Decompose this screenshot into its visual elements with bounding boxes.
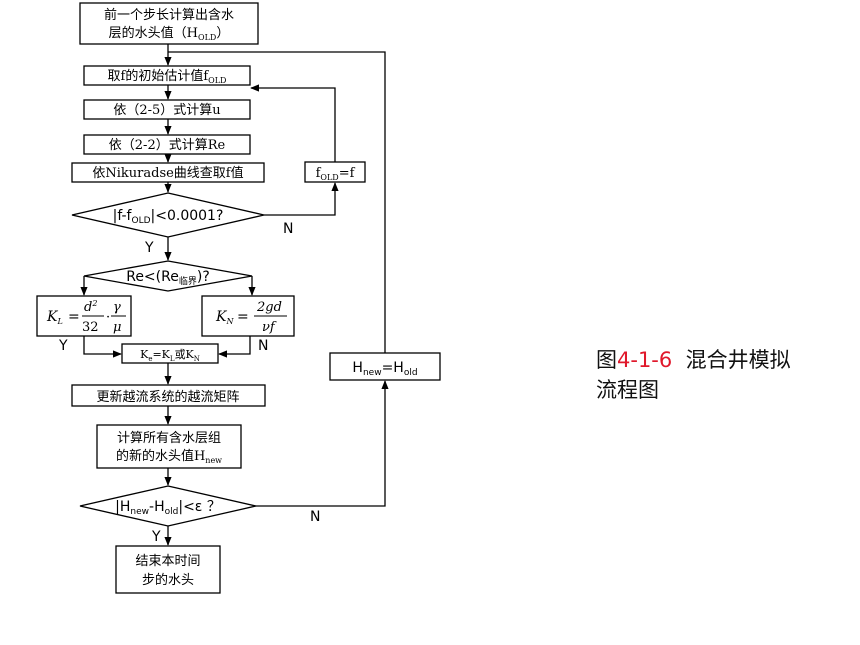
edge-h-no <box>256 380 389 507</box>
svg-text:2gd: 2gd <box>256 300 282 315</box>
svg-text:νf: νf <box>262 320 277 335</box>
caption-title-l1: 混合井模拟 <box>685 348 791 372</box>
ke-box <box>121 343 219 364</box>
re-yes-label: Y <box>58 338 68 354</box>
h-yes-label: Y <box>151 529 161 545</box>
edge-kn-to-ke <box>218 336 251 358</box>
calc-heads-text-l2: 的新的水头值Hnew <box>116 448 222 465</box>
calc-u-box <box>83 99 251 120</box>
nikuradse-text: 依Nikuradse曲线查取f值 <box>92 165 243 181</box>
caption-prefix: 图 <box>596 348 617 372</box>
edge-conv-no <box>264 182 339 216</box>
edge-kl-to-ke <box>83 336 122 358</box>
conv-no-label: N <box>283 221 293 237</box>
edge-hupdate-loop <box>168 51 386 353</box>
prev-head-box <box>79 2 259 45</box>
svg-text:KN: KN <box>215 309 234 326</box>
prev-head-text-l2: 层的水头值（HOLD） <box>109 25 230 42</box>
calc-u-text: 依（2-5）式计算u <box>113 103 220 118</box>
svg-text:32: 32 <box>82 320 99 335</box>
figure-caption: 图4-1-6 混合井模拟 流程图 <box>596 345 836 405</box>
svg-text:·: · <box>106 310 110 325</box>
svg-text:=: = <box>237 309 249 325</box>
h-update-text: Hnew=Hold <box>352 360 417 378</box>
end-box <box>115 545 221 594</box>
f-update-text: fOLD=f <box>316 166 356 182</box>
h-no-label: N <box>310 509 320 525</box>
calc-heads-text-l1: 计算所有含水层组 <box>117 430 221 446</box>
svg-text:=: = <box>68 309 80 325</box>
edge-fupdate-loop <box>250 84 336 162</box>
conv-yes-label: Y <box>144 240 154 256</box>
h-check-text: |Hnew-Hold|<ε ？ <box>115 499 221 517</box>
calc-re-text: 依（2-2）式计算Re <box>109 138 226 153</box>
init-f-text: 取f的初始估计值fOLD <box>108 68 227 85</box>
caption-number: 4-1-6 <box>617 348 673 372</box>
update-matrix-text: 更新越流系统的越流矩阵 <box>96 389 239 405</box>
conv-check-text: |f-fOLD|<0.0001? <box>113 208 224 226</box>
re-check-diamond <box>83 260 253 292</box>
kn-formula: KN = 2gd νf <box>215 300 287 335</box>
svg-text:μ: μ <box>113 320 121 335</box>
end-text-l1: 结束本时间 <box>135 554 200 569</box>
kl-formula: KL = d2 32 · γ μ <box>46 299 126 335</box>
svg-text:d2: d2 <box>84 299 97 315</box>
h-check-diamond <box>79 485 257 527</box>
ke-text: Ke=KL或KN <box>140 348 200 363</box>
prev-head-text-l1: 前一个步长计算出含水 <box>104 7 234 23</box>
init-f-box <box>83 65 251 86</box>
calc-heads-box <box>96 424 242 469</box>
svg-text:γ: γ <box>113 300 121 315</box>
caption-title-l2: 流程图 <box>596 378 659 402</box>
svg-text:KL: KL <box>46 309 63 326</box>
re-no-label: N <box>258 338 268 354</box>
re-check-text: Re<(Re临界)? <box>126 269 210 287</box>
h-update-box <box>329 352 441 381</box>
end-text-l2: 步的水头 <box>142 572 194 588</box>
